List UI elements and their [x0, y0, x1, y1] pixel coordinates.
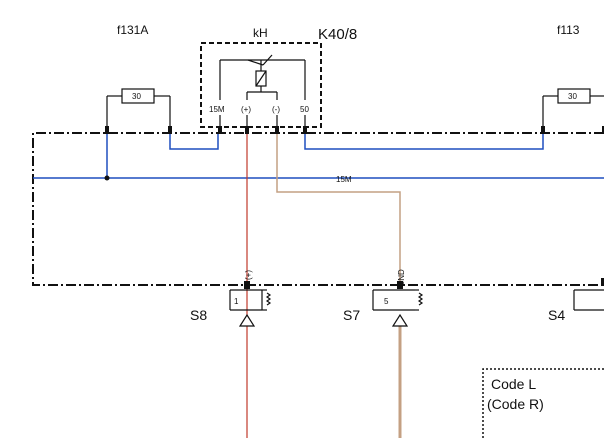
legend-box [482, 368, 604, 438]
s4-label: S4 [548, 307, 565, 323]
junction-dot [104, 175, 110, 181]
relay-name-label: K40/8 [318, 26, 357, 43]
relay-pin-plus-label: (+) [241, 105, 251, 114]
s7-label: S7 [343, 307, 360, 323]
module-terminals [105, 126, 604, 134]
relay-function-label: kH [253, 26, 268, 40]
relay-symbol [219, 54, 306, 127]
relay-pin-minus-label: (-) [272, 105, 280, 114]
s7-pin-label: 5 [384, 297, 389, 306]
bottom-terminals [244, 278, 604, 289]
fuse-f113-label: f113 [557, 23, 580, 37]
relay-pin-15m-label: 15M [209, 105, 225, 114]
legend-code-l: Code L [491, 376, 536, 392]
module-outline [32, 132, 604, 286]
connector-s7 [372, 289, 424, 327]
fuse-f113-rating: 30 [568, 92, 577, 101]
tan-wire [276, 134, 401, 285]
bus-15m-label: 15M [336, 175, 352, 184]
s7-signal-label: GND [397, 269, 406, 287]
s8-signal-label: (+) [244, 270, 253, 280]
relay-pin-50-label: 50 [300, 105, 309, 114]
connector-s4 [573, 289, 604, 311]
connector-s8 [229, 289, 272, 327]
s8-pin-label: 1 [234, 297, 239, 306]
blue-wires [33, 134, 604, 179]
relay-outline [200, 42, 322, 128]
fuse-f131a-rating: 30 [132, 92, 141, 101]
s8-label: S8 [190, 307, 207, 323]
fuse-f131a-label: f131A [117, 23, 148, 37]
legend-code-r: (Code R) [487, 396, 544, 412]
